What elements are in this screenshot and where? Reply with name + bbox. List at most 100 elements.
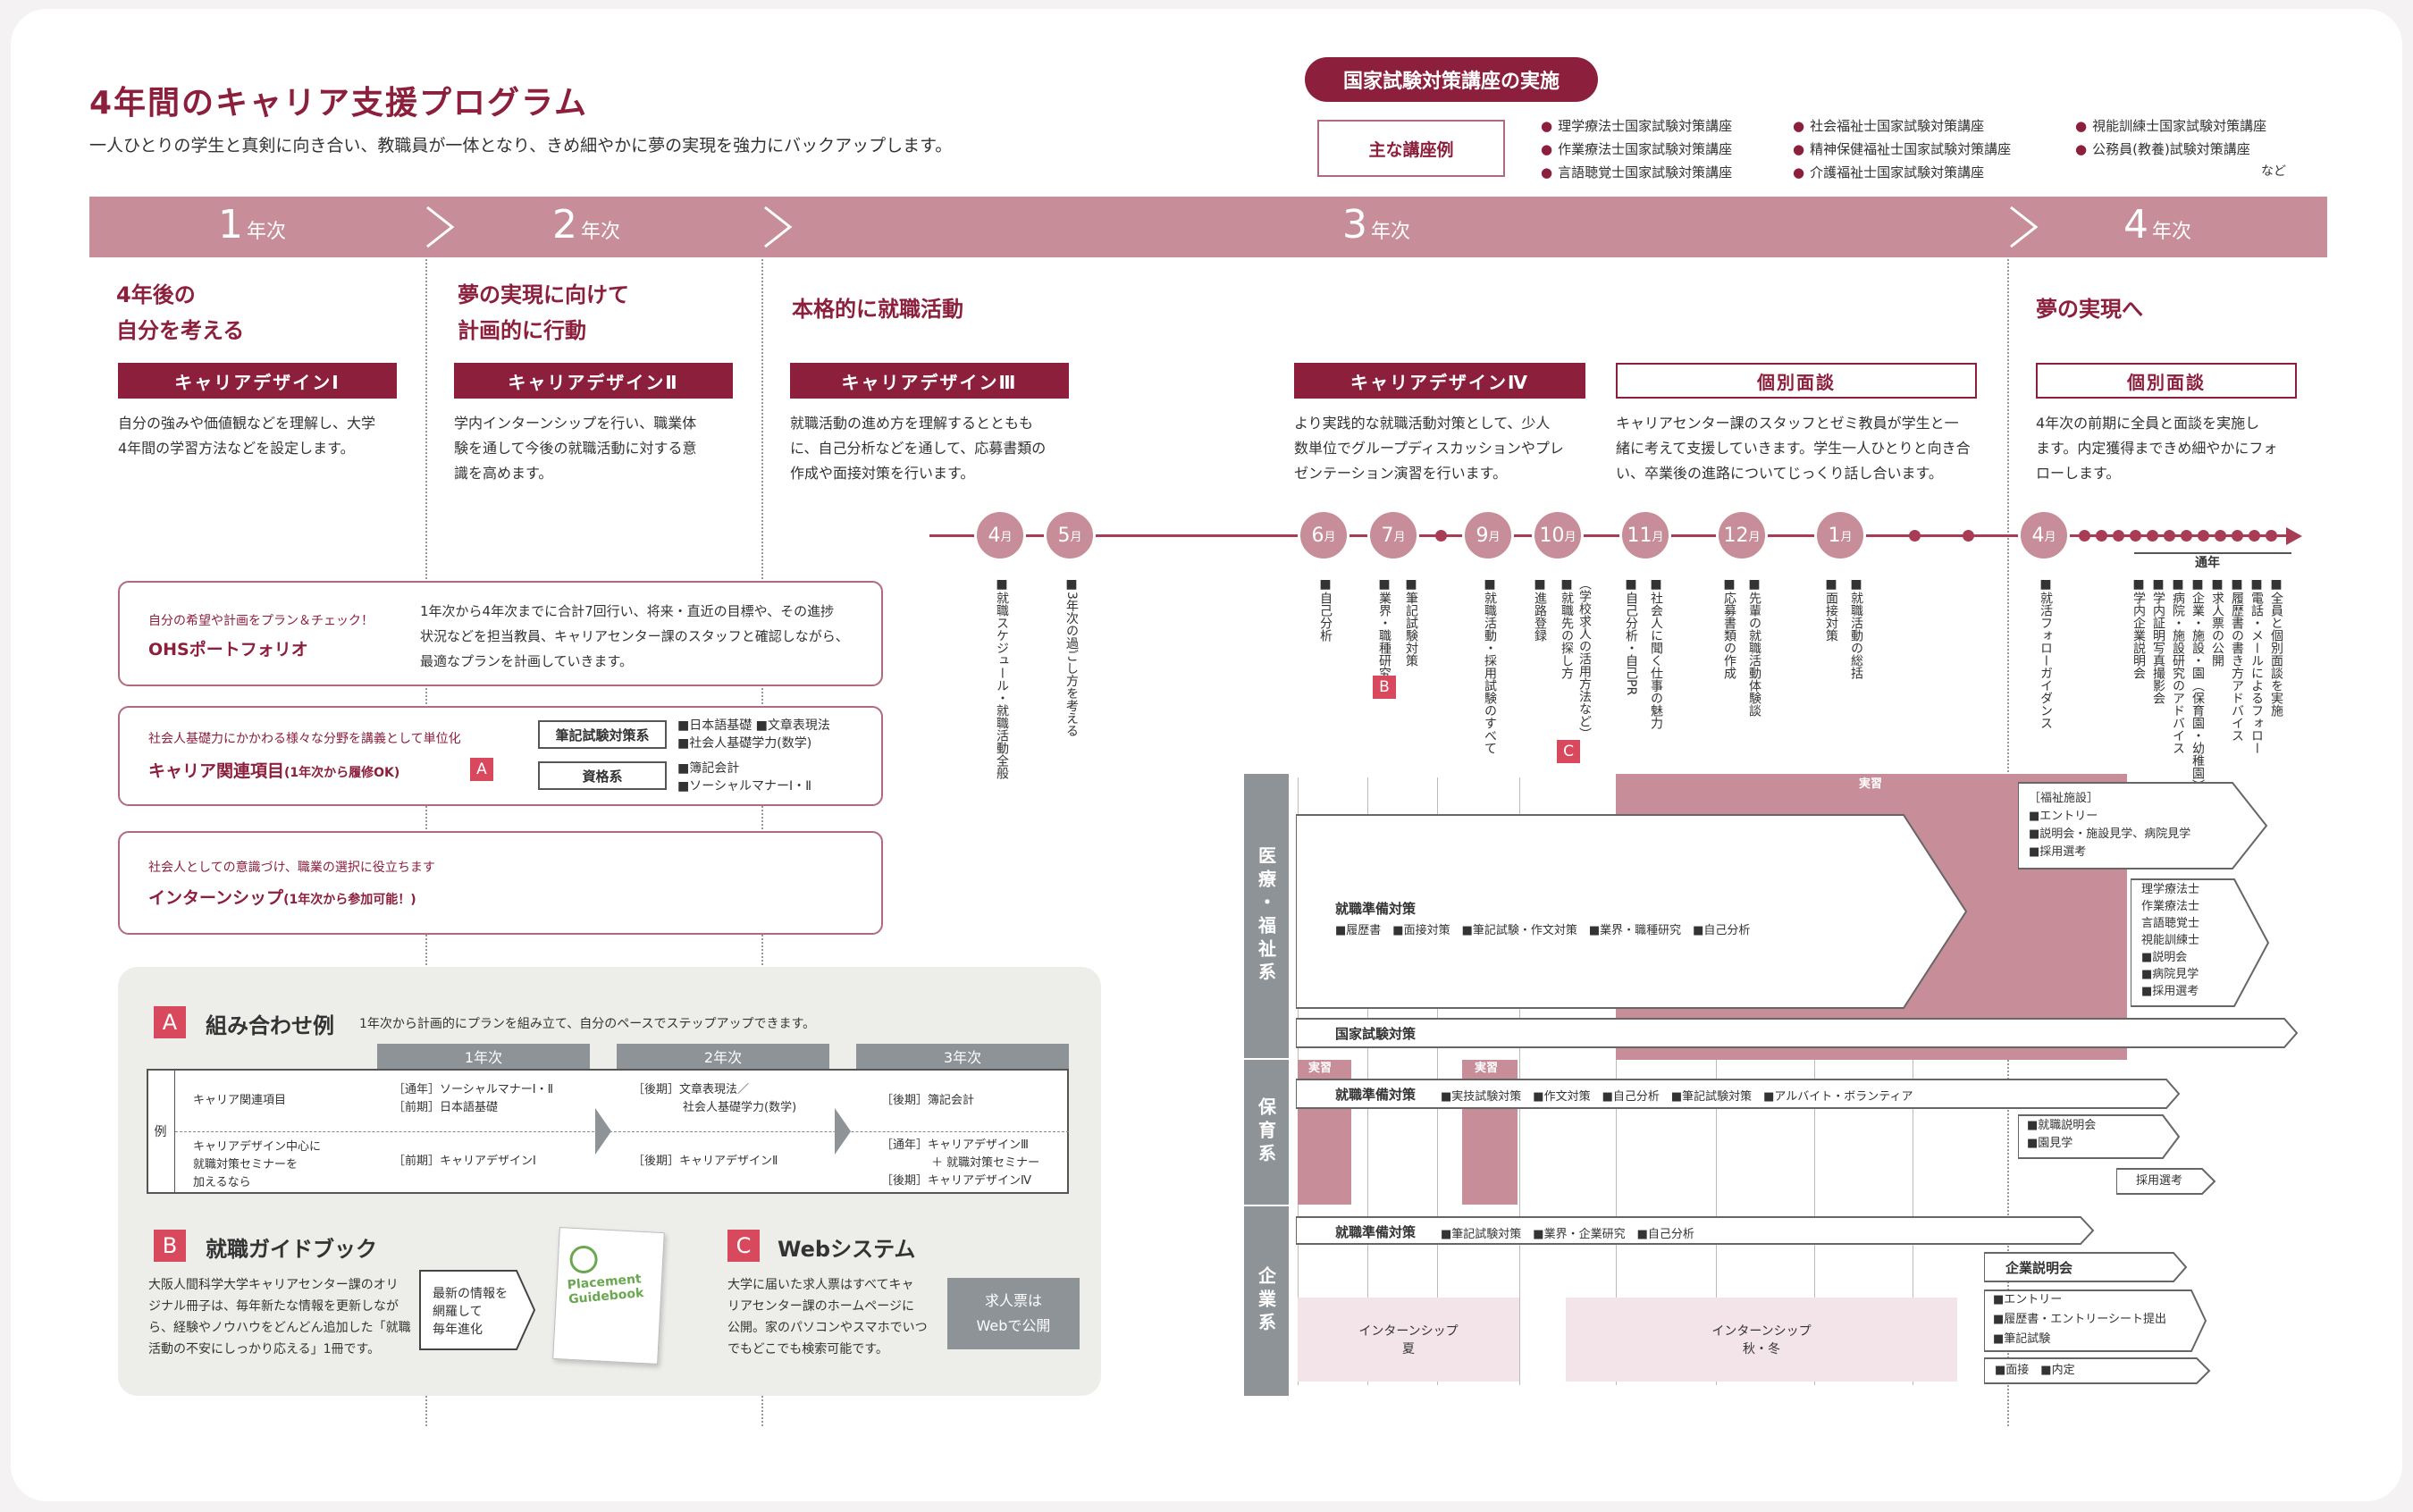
exam-course: 視能訓練士国家試験対策講座 <box>2075 116 2266 135</box>
national-exam-label: 国家試験対策 <box>1335 1026 1417 1042</box>
profession-list: 理学療法士作業療法士言語聴覚士視能訓練士■説明会■病院見学■採用選考 <box>2141 883 2200 998</box>
arrow-box-text: 最新の情報を網羅して毎年進化 <box>433 1287 508 1337</box>
event-label: ■進路登録 <box>1533 577 1547 642</box>
company-entry-list: ■エントリー■履歴書・エントリーシート提出■筆記試験 <box>1993 1293 2167 1346</box>
event-label: ■就職スケジュール・就職活動全般 <box>995 577 1009 779</box>
event-label: ■面接対策 <box>1824 577 1838 642</box>
table-cell: ［前期］キャリアデザインⅠ <box>393 1155 536 1168</box>
event-label: ■就職活動の総括 <box>1849 577 1863 679</box>
portfolio-title: OHSポートフォリオ <box>148 640 308 659</box>
timeline-line <box>929 534 2290 537</box>
childcare-selection: 採用選考 <box>2136 1174 2183 1188</box>
career-items-caption: 社会人基礎力にかかわる様々な分野を講義として単位化 <box>148 732 461 746</box>
table-cell: ［通年］キャリアデザインⅢ＋ 就職対策セミナー［後期］キャリアデザインⅣ <box>881 1138 1040 1188</box>
event-label: ■求人票の公開 <box>2210 577 2224 667</box>
page-subtitle: 一人ひとりの学生と真剣に向き合い、教職員が一体となり、きめ細やかに夢の実現を強力… <box>89 136 953 155</box>
childcare-prep-arrow <box>1296 1079 2181 1109</box>
chevron-right-icon <box>426 206 455 248</box>
exam-course: 理学療法士国家試験対策講座 <box>1541 116 1732 135</box>
ref-c-badge: C <box>1557 740 1580 763</box>
written-exam-list: ■日本語基礎 ■文章表現法■社会人基礎学力(数学) <box>677 718 830 751</box>
internship-autumn-winter: インターンシップ秋・冬 <box>1566 1298 1957 1382</box>
section-a-note: 1年次から計画的にプランを組み立て、自分のペースでステップアップできます。 <box>359 1017 816 1031</box>
event-label: ■病院・施設研究のアドバイス <box>2171 577 2185 754</box>
arrow-box <box>419 1270 536 1350</box>
section-c-title: Webシステム <box>778 1237 916 1262</box>
y3b-description: より実践的な就職活動対策として、少人数単位でグループディスカッションやプレゼンテ… <box>1294 415 1564 482</box>
internship-summer: インターンシップ夏 <box>1298 1298 1519 1382</box>
event-label: ■業界・職種研究 <box>1377 577 1391 679</box>
chevron-right-icon <box>764 206 793 248</box>
exam-course: 作業療法士国家試験対策講座 <box>1541 139 1732 158</box>
individual-interview-tag: 個別面談 <box>1616 363 1977 399</box>
exam-course: 公務員(教養)試験対策講座 <box>2075 139 2250 158</box>
always-rule <box>2134 552 2291 554</box>
company-briefing-arrow <box>1984 1252 2188 1282</box>
section-c-description: 大学に届いた求人票はすべてキャリアセンター課のホームページに公開。家のパソコンや… <box>727 1278 928 1357</box>
career-design-3-tag: キャリアデザインⅢ <box>790 363 1069 399</box>
event-label: ■自己分析・自己PR <box>1624 577 1638 696</box>
written-exam-box: 筆記試験対策系 <box>538 720 667 749</box>
company-interview-arrow <box>1984 1357 2211 1384</box>
timeline-dot <box>1435 530 1447 542</box>
table-divider <box>175 1131 1069 1132</box>
y4-description: 4年次の前期に全員と面談を実施します。内定獲得まできめ細やかにフォローします。 <box>2036 415 2278 482</box>
ref-b-badge: B <box>1373 676 1396 699</box>
main-courses-label: 主な講座例 <box>1317 120 1505 177</box>
year-bar <box>89 197 2327 257</box>
practicum-label: 実習 <box>1475 1062 1499 1075</box>
table-cell: ［通年］ソーシャルマナーⅠ・Ⅱ［前期］日本語基礎 <box>393 1083 553 1114</box>
section-b-badge: B <box>154 1230 186 1262</box>
arrow-right-icon <box>595 1108 611 1155</box>
event-label: ■就職活動・採用試験のすべて <box>1483 577 1497 754</box>
y3-description: 就職活動の進め方を理解するととももに、自己分析などを通して、応募書類の作成や面接… <box>790 415 1047 482</box>
track-label-medical: 医療・福祉系 <box>1244 774 1289 1058</box>
table-cell: ［後期］簿記会計 <box>881 1094 975 1107</box>
career-items-box <box>118 706 883 806</box>
row-label: キャリア関連項目 <box>193 1094 287 1107</box>
practicum-label: 実習 <box>1308 1062 1333 1075</box>
event-label: ■自己分析 <box>1318 577 1333 642</box>
childcare-prep-title: 就職準備対策 <box>1335 1087 1417 1103</box>
company-interview: ■面接 ■内定 <box>1995 1364 2075 1377</box>
y4-heading: 夢の実現へ <box>2036 297 2143 322</box>
always-label: 通年 <box>2195 556 2220 570</box>
track-label-childcare: 保育系 <box>1244 1060 1289 1205</box>
exam-course: 介護福祉士国家試験対策講座 <box>1793 163 1984 181</box>
section-b-description: 大阪人間科学大学キャリアセンター課のオリジナル冊子は、毎年新たな情報を更新しなが… <box>148 1278 411 1357</box>
table-head-1: 1年次 <box>377 1044 590 1069</box>
event-label: ■就職先の探し方 <box>1560 577 1574 679</box>
y2-heading: 夢の実現に向けて計画的に行動 <box>458 282 629 343</box>
welfare-arrow <box>2018 782 2268 869</box>
individual-interview-tag-y4: 個別面談 <box>2036 363 2297 399</box>
timeline-dot <box>1909 530 1921 542</box>
internship-title: インターンシップ(1年次から参加可能！) <box>148 888 416 908</box>
company-prep-title: 就職準備対策 <box>1335 1224 1417 1240</box>
portfolio-description: 1年次から4年次までに合計7回行い、将来・直近の目標や、その進捗状況などを担当教… <box>420 603 849 669</box>
section-c-badge: C <box>727 1230 760 1262</box>
career-items-title: キャリア関連項目(1年次から履修OK) <box>148 761 400 781</box>
prep-arrow <box>1296 814 1968 1009</box>
table-head-2: 2年次 <box>617 1044 829 1069</box>
company-briefing: 企業説明会 <box>2005 1260 2073 1276</box>
event-label: ■応募書類の作成 <box>1722 577 1736 679</box>
med-prep-items: ■履歴書 ■面接対策 ■筆記試験・作文対策 ■業界・職種研究 ■自己分析 <box>1335 924 1751 937</box>
timeline-arrow-icon <box>2286 527 2302 545</box>
company-prep-arrow <box>1296 1216 2095 1245</box>
company-prep-items: ■筆記試験対策 ■業界・企業研究 ■自己分析 <box>1441 1228 1694 1241</box>
exam-pill: 国家試験対策講座の実施 <box>1305 57 1598 102</box>
event-label: （学校求人の活用方法など） <box>1577 577 1592 740</box>
exam-course: 精神保健福祉士国家試験対策講座 <box>1793 139 2011 158</box>
page-title: 4年間のキャリア支援プログラム <box>89 85 588 122</box>
event-label: ■3年次の過ごし方を考える <box>1064 577 1079 737</box>
